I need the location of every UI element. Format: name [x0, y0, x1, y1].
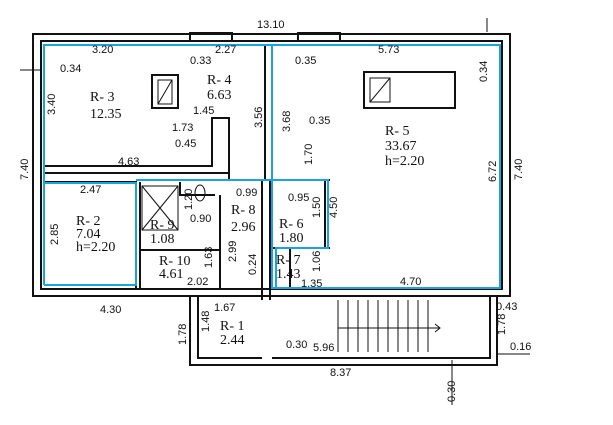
dim: 1.50 [311, 197, 323, 218]
room-id: R- 5 [385, 124, 410, 139]
dim: 0.30 [286, 339, 307, 351]
dim: 5.96 [313, 342, 334, 354]
annex-wall [189, 296, 498, 366]
dim: 4.70 [400, 276, 421, 288]
dim: 1.35 [301, 278, 322, 290]
room-area: 1.08 [150, 232, 175, 247]
dim: 0.16 [510, 341, 531, 353]
dim: 1.67 [214, 302, 235, 314]
room-id: R- 10 [159, 254, 191, 269]
dim: 2.85 [49, 224, 61, 245]
dim: 1.48 [200, 311, 212, 332]
room-area: 6.63 [207, 88, 232, 103]
dimension-labels: 13.10 7.40 7.40 3.20 0.34 3.40 4.63 1.73… [19, 19, 531, 402]
room-id: R- 1 [220, 319, 245, 334]
room-labels: R- 1 2.44 R- 2 7.04 h=2.20 R- 3 12.35 R-… [76, 73, 424, 348]
dim: 3.56 [253, 107, 265, 128]
room-area: 4.61 [159, 267, 184, 282]
dim: 7.40 [513, 159, 525, 180]
room-area: 2.44 [220, 333, 245, 348]
dim: 1.78 [177, 324, 189, 345]
room-area: 1.43 [276, 267, 301, 282]
dim: 13.10 [257, 19, 285, 31]
room-id: R- 8 [231, 203, 256, 218]
dim: 4.50 [328, 197, 340, 218]
dim: 1.78 [496, 314, 508, 335]
dim: 8.37 [330, 367, 351, 379]
room-area: 7.04 [76, 227, 101, 242]
room-area: 2.96 [231, 220, 256, 235]
dim: 3.68 [281, 111, 293, 132]
dim: 0.35 [295, 55, 316, 67]
dim: 2.27 [215, 44, 236, 56]
dimension-ticks [20, 18, 530, 405]
dim: 1.63 [203, 247, 215, 268]
dim: 1.45 [193, 105, 214, 117]
dim: 2.99 [227, 241, 239, 262]
dim: 2.47 [80, 184, 101, 196]
dim: 0.33 [190, 55, 211, 67]
dim: 0.34 [60, 63, 81, 75]
outer-wall [32, 33, 511, 297]
staircase [337, 300, 441, 352]
room-id: R- 7 [276, 253, 301, 268]
dim: 1.20 [183, 189, 195, 210]
room-area: 1.80 [279, 231, 304, 246]
dim: 4.30 [100, 304, 121, 316]
room-outlines [43, 44, 501, 289]
room-area: 33.67 [385, 139, 417, 154]
room-id: R- 4 [207, 73, 232, 88]
room-id: R- 2 [76, 214, 101, 229]
dim: 6.72 [487, 161, 499, 182]
dim: 3.40 [46, 94, 58, 115]
room-id: R- 6 [279, 217, 304, 232]
dim: 0.99 [236, 187, 257, 199]
dim: 0.90 [190, 213, 211, 225]
room-id: R- 3 [90, 90, 115, 105]
dim: 0.35 [309, 115, 330, 127]
dim: 2.02 [187, 276, 208, 288]
room-id: R- 9 [150, 218, 175, 233]
dim: 0.34 [478, 61, 490, 82]
dim: 3.20 [92, 44, 113, 56]
dim: 0.24 [247, 254, 259, 275]
dim: 0.43 [496, 301, 517, 313]
dim: 1.70 [303, 144, 315, 165]
room-area: 12.35 [90, 107, 122, 122]
dim: 5.73 [378, 44, 399, 56]
room-height: h=2.20 [385, 154, 424, 169]
dim: 7.40 [19, 159, 31, 180]
dim: 0.45 [175, 138, 196, 150]
dim: 1.73 [172, 122, 193, 134]
dim: 1.06 [311, 251, 323, 272]
dim: 4.63 [118, 156, 139, 168]
window [297, 32, 341, 42]
dim: 0.95 [288, 192, 309, 204]
window [189, 32, 233, 42]
room-height: h=2.20 [76, 240, 115, 255]
